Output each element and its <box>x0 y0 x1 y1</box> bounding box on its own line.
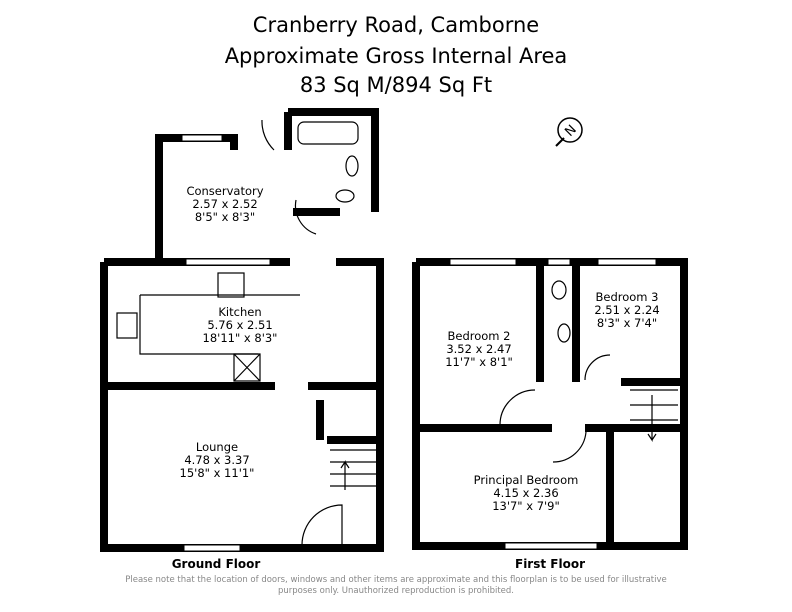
room-imperial: 13'7" x 7'9" <box>492 499 560 513</box>
north-arrow-icon <box>557 117 583 143</box>
hob-icon <box>116 312 138 339</box>
room-imperial: 18'11" x 8'3" <box>202 331 278 345</box>
room-imperial: 8'3" x 7'4" <box>596 316 658 330</box>
room-name: Bedroom 2 <box>447 329 511 343</box>
sink-icon <box>217 272 245 298</box>
room-name: Bedroom 3 <box>595 290 659 304</box>
bath-icon <box>297 121 359 145</box>
cupboard-icon <box>233 353 261 382</box>
first-floor-walls <box>412 258 688 550</box>
door-swing <box>261 119 275 151</box>
room-metric: 4.15 x 2.36 <box>493 486 559 500</box>
window <box>183 544 241 552</box>
room-lounge: Lounge 4.78 x 3.37 15'8" x 11'1" <box>180 441 255 480</box>
room-metric: 4.78 x 3.37 <box>184 453 250 467</box>
toilet-icon <box>335 189 355 203</box>
room-bedroom-2: Bedroom 2 3.52 x 2.47 11'7" x 8'1" <box>445 330 513 369</box>
window <box>547 258 571 266</box>
stairs-up-icon <box>330 449 376 490</box>
door-swing <box>499 389 536 426</box>
disclaimer-line: Please note that the location of doors, … <box>125 575 667 585</box>
property-title: Cranberry Road, Camborne <box>252 13 540 37</box>
window <box>449 258 517 266</box>
room-metric: 2.57 x 2.52 <box>192 197 258 211</box>
ground-floor-label: Ground Floor <box>171 557 261 571</box>
first-floor-fixtures <box>499 280 678 463</box>
disclaimer: Please note that the location of doors, … <box>100 575 692 597</box>
room-name: Principal Bedroom <box>473 473 579 487</box>
room-name: Conservatory <box>186 184 264 198</box>
room-metric: 5.76 x 2.51 <box>207 318 273 332</box>
door-swing <box>552 431 587 463</box>
stairs-down-icon <box>630 389 678 442</box>
room-bedroom-3: Bedroom 3 2.51 x 2.24 8'3" x 7'4" <box>594 291 659 330</box>
front-door-swing <box>301 504 343 546</box>
first-floor-label: First Floor <box>514 557 586 571</box>
compass: N <box>555 117 583 147</box>
basin-icon <box>557 323 571 343</box>
window <box>504 542 598 550</box>
room-metric: 3.52 x 2.47 <box>446 342 512 356</box>
room-name: Kitchen <box>218 305 262 319</box>
room-imperial: 8'5" x 8'3" <box>194 210 256 224</box>
room-imperial: 15'8" x 11'1" <box>179 466 255 480</box>
area-value: 83 Sq M/894 Sq Ft <box>299 73 493 97</box>
area-subtitle: Approximate Gross Internal Area <box>224 44 568 68</box>
ground-floor-fixtures <box>116 119 376 546</box>
room-name: Lounge <box>195 440 239 454</box>
door-swing <box>584 354 611 381</box>
room-metric: 2.51 x 2.24 <box>594 303 660 317</box>
room-kitchen: Kitchen 5.76 x 2.51 18'11" x 8'3" <box>203 306 278 345</box>
room-imperial: 11'7" x 8'1" <box>445 355 513 369</box>
room-conservatory: Conservatory 2.57 x 2.52 8'5" x 8'3" <box>186 185 263 224</box>
window <box>597 258 657 266</box>
svg-text:N: N <box>562 122 579 139</box>
room-principal-bedroom: Principal Bedroom 4.15 x 2.36 13'7" x 7'… <box>474 474 579 513</box>
door-swing <box>294 199 317 235</box>
basin-icon <box>345 155 359 177</box>
window <box>185 258 271 266</box>
first-floor-windows <box>449 258 657 550</box>
window <box>181 134 223 142</box>
disclaimer-line: purposes only. Unauthorized reproduction… <box>277 586 515 596</box>
ground-floor-windows <box>181 134 271 552</box>
toilet-icon <box>551 280 567 300</box>
